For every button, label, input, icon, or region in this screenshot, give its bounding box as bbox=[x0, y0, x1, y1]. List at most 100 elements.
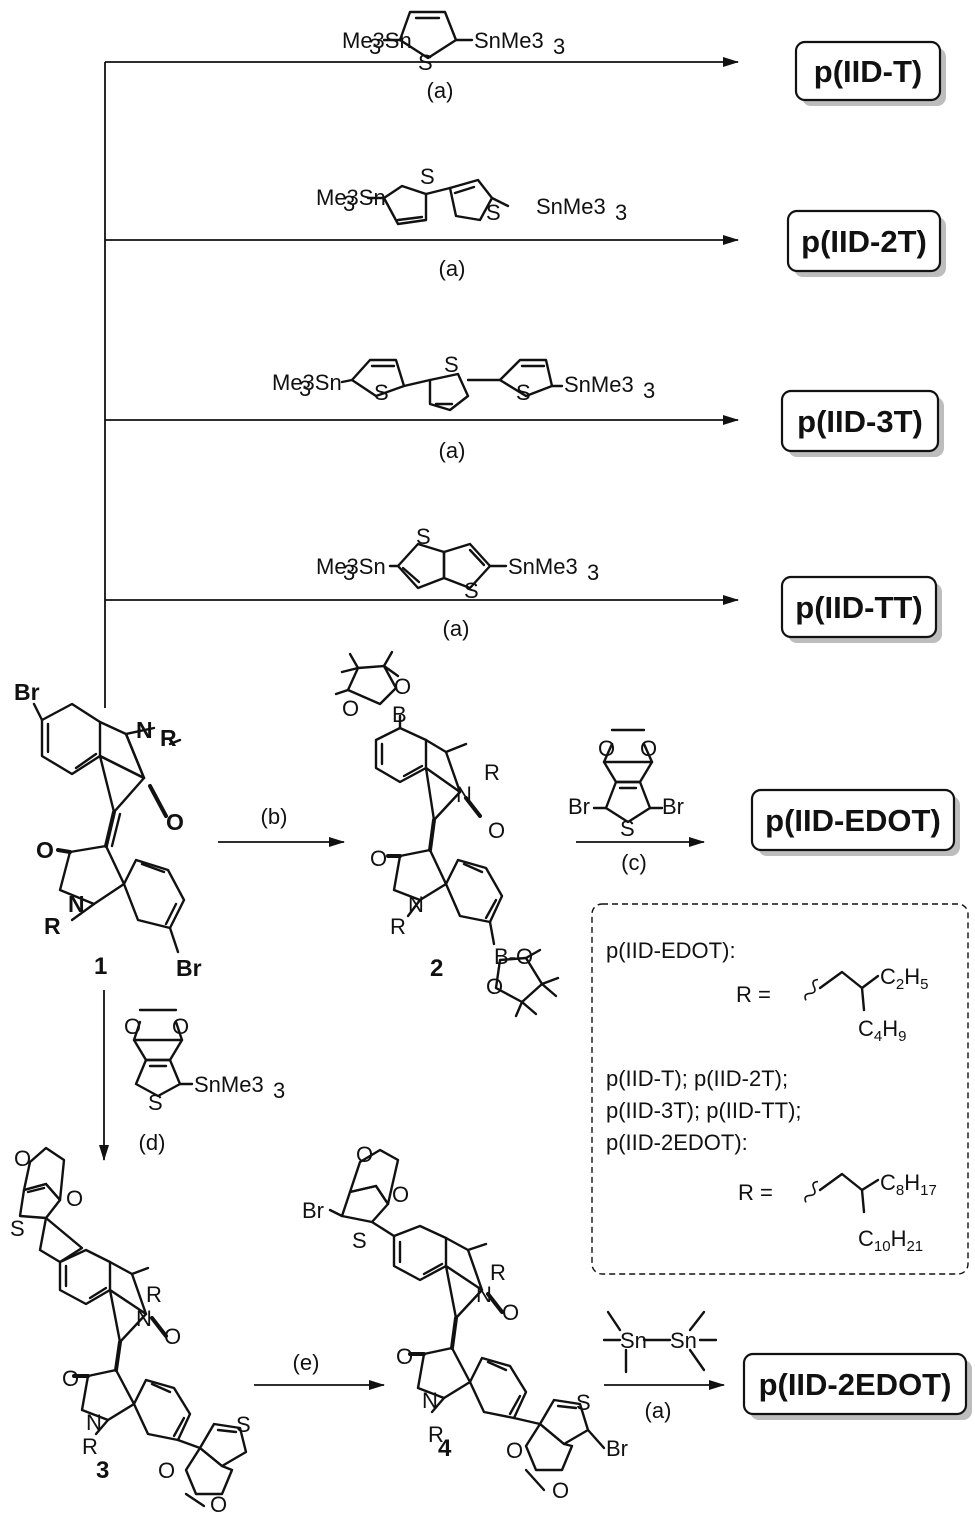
compound-2-b-top: B bbox=[392, 702, 407, 727]
thienothiophene-s2: S bbox=[464, 578, 479, 603]
me3sn-left-label: Me3Sn bbox=[316, 185, 386, 210]
compound-4-br-bottom: Br bbox=[606, 1436, 628, 1461]
compound-4-structure bbox=[328, 1148, 606, 1492]
svg-text:3: 3 bbox=[587, 560, 599, 585]
product-box-iid-tt: p(IID-TT) bbox=[780, 575, 942, 643]
svg-text:3: 3 bbox=[343, 560, 355, 585]
branch-lines bbox=[104, 57, 739, 708]
compound-4-r-bottom: R bbox=[428, 1422, 444, 1447]
compound-4-o-top1: O bbox=[356, 1142, 373, 1167]
bithiophene-s2: S bbox=[486, 200, 501, 225]
edot-stannane-snme3: SnMe3 bbox=[194, 1072, 264, 1097]
subscript-marks: 3 3 3 3 3 3 3 3 3 bbox=[273, 34, 655, 1103]
bithiophene-distannane-reagent: S S Me3Sn SnMe3 bbox=[316, 164, 606, 226]
compound-1-o-top: O bbox=[166, 809, 184, 835]
dibromo-edot-o1: O bbox=[598, 736, 615, 761]
legend-others-line1: p(IID-T); p(IID-2T); bbox=[606, 1066, 788, 1091]
compound-4-label: 4 bbox=[438, 1435, 452, 1462]
terthiophene-distannane-reagent: S S S Me3Sn SnMe3 bbox=[272, 352, 634, 412]
compound-2-r-top: R bbox=[484, 760, 500, 785]
compound-2-o-top: O bbox=[342, 696, 359, 721]
compound-3-s-top: S bbox=[10, 1216, 25, 1241]
compound-3-o-top3: O bbox=[164, 1324, 181, 1349]
compound-4-o-bottom2: O bbox=[506, 1438, 523, 1463]
compound-3-label: 3 bbox=[96, 1457, 109, 1484]
compound-4-s-top: S bbox=[352, 1228, 367, 1253]
condition-e: (e) bbox=[293, 1350, 320, 1375]
product-box-iid-3t: p(IID-3T) bbox=[780, 389, 944, 457]
compound-2-n-bottom: N bbox=[408, 892, 424, 917]
compound-3-structure bbox=[18, 1146, 248, 1508]
svg-text:3: 3 bbox=[615, 200, 627, 225]
compound-3-n-top: N bbox=[136, 1306, 152, 1331]
svg-text:3: 3 bbox=[343, 191, 355, 216]
product-iid-tt-label: p(IID-TT) bbox=[795, 590, 922, 625]
legend-edot-header: p(IID-EDOT): bbox=[606, 938, 736, 963]
legend-others-line2: p(IID-3T); p(IID-TT); bbox=[606, 1098, 802, 1123]
legend-r-eq-2: R = bbox=[738, 1180, 773, 1205]
compound-1-structure bbox=[32, 702, 186, 954]
me3sn-left-label: Me3Sn bbox=[342, 28, 412, 53]
product-box-iid-2edot: p(IID-2EDOT) bbox=[742, 1352, 972, 1420]
edot-stannane-o2: O bbox=[172, 1014, 189, 1039]
compound-4-o-bottom: O bbox=[396, 1344, 413, 1369]
snme3-right-label: SnMe3 bbox=[536, 194, 606, 219]
compound-3-o-bottom2: O bbox=[158, 1458, 175, 1483]
condition-a-2: (a) bbox=[439, 256, 466, 281]
product-box-iid-edot: p(IID-EDOT) bbox=[750, 788, 960, 856]
compound-3-n-bottom: N bbox=[86, 1410, 102, 1435]
condition-b: (b) bbox=[261, 804, 288, 829]
compound-2-structure bbox=[334, 650, 560, 1018]
compound-2-label: 2 bbox=[430, 955, 443, 982]
snme3-right-label: SnMe3 bbox=[474, 28, 544, 53]
compound-1-br-bottom: Br bbox=[176, 955, 202, 981]
thiophene-distannane-reagent: S Me3Sn SnMe3 bbox=[342, 10, 544, 75]
compound-2-bo-bottom: B-O bbox=[494, 944, 533, 969]
terthiophene-s2: S bbox=[444, 352, 459, 377]
condition-a-5: (a) bbox=[645, 1398, 672, 1423]
compound-4-br-top: Br bbox=[302, 1198, 324, 1223]
compound-3-o-top1: O bbox=[14, 1146, 31, 1171]
thiophene-s: S bbox=[418, 50, 433, 75]
compound-2-o-bottom2: O bbox=[486, 974, 503, 999]
dibromo-edot-s: S bbox=[620, 816, 635, 841]
compound-2-o-top3: O bbox=[488, 818, 505, 843]
dibromo-edot-reagent bbox=[592, 728, 664, 824]
hexamethylditin-reagent bbox=[602, 1310, 718, 1374]
product-iid-edot-label: p(IID-EDOT) bbox=[765, 803, 941, 838]
compound-1-n-top: N bbox=[136, 717, 153, 743]
svg-text:3: 3 bbox=[553, 34, 565, 59]
edot-stannane-reagent bbox=[132, 1008, 194, 1098]
compound-3-o-bottom3: O bbox=[210, 1492, 227, 1513]
product-iid-2edot-label: p(IID-2EDOT) bbox=[759, 1367, 952, 1402]
condition-a-1: (a) bbox=[427, 78, 454, 103]
svg-text:3: 3 bbox=[369, 34, 381, 59]
edot-stannane-o1: O bbox=[124, 1014, 141, 1039]
condition-a-3: (a) bbox=[439, 438, 466, 463]
legend-r-eq-1: R = bbox=[736, 982, 771, 1007]
compound-1-r-top: R bbox=[160, 725, 177, 751]
thienothiophene-distannane-reagent: S S Me3Sn SnMe3 bbox=[316, 524, 578, 603]
dibromo-edot-o2: O bbox=[640, 736, 657, 761]
ditin-sn-right: Sn bbox=[670, 1328, 697, 1353]
legend-others-line3: p(IID-2EDOT): bbox=[606, 1130, 748, 1155]
me3sn-left-label: Me3Sn bbox=[272, 370, 342, 395]
compound-2-r-bottom: R bbox=[390, 914, 406, 939]
edot-stannane-s: S bbox=[148, 1090, 163, 1115]
compound-2-n-top: N bbox=[456, 782, 472, 807]
compound-1-o-bottom: O bbox=[36, 837, 54, 863]
condition-d: (d) bbox=[139, 1130, 166, 1155]
compound-4-o-bottom3: O bbox=[552, 1478, 569, 1503]
product-box-iid-2t: p(IID-2T) bbox=[786, 209, 946, 277]
product-box-iid-t: p(IID-T) bbox=[794, 40, 946, 106]
product-iid-t-label: p(IID-T) bbox=[814, 54, 922, 89]
compound-4-o-top2: O bbox=[392, 1182, 409, 1207]
snme3-right-label: SnMe3 bbox=[564, 372, 634, 397]
snme3-right-label: SnMe3 bbox=[508, 554, 578, 579]
compound-3-o-top2: O bbox=[66, 1186, 83, 1211]
compound-1-r-bottom: R bbox=[44, 913, 61, 939]
svg-text:3: 3 bbox=[273, 1078, 285, 1103]
condition-a-4: (a) bbox=[443, 616, 470, 641]
dibromo-edot-br2: Br bbox=[662, 794, 684, 819]
